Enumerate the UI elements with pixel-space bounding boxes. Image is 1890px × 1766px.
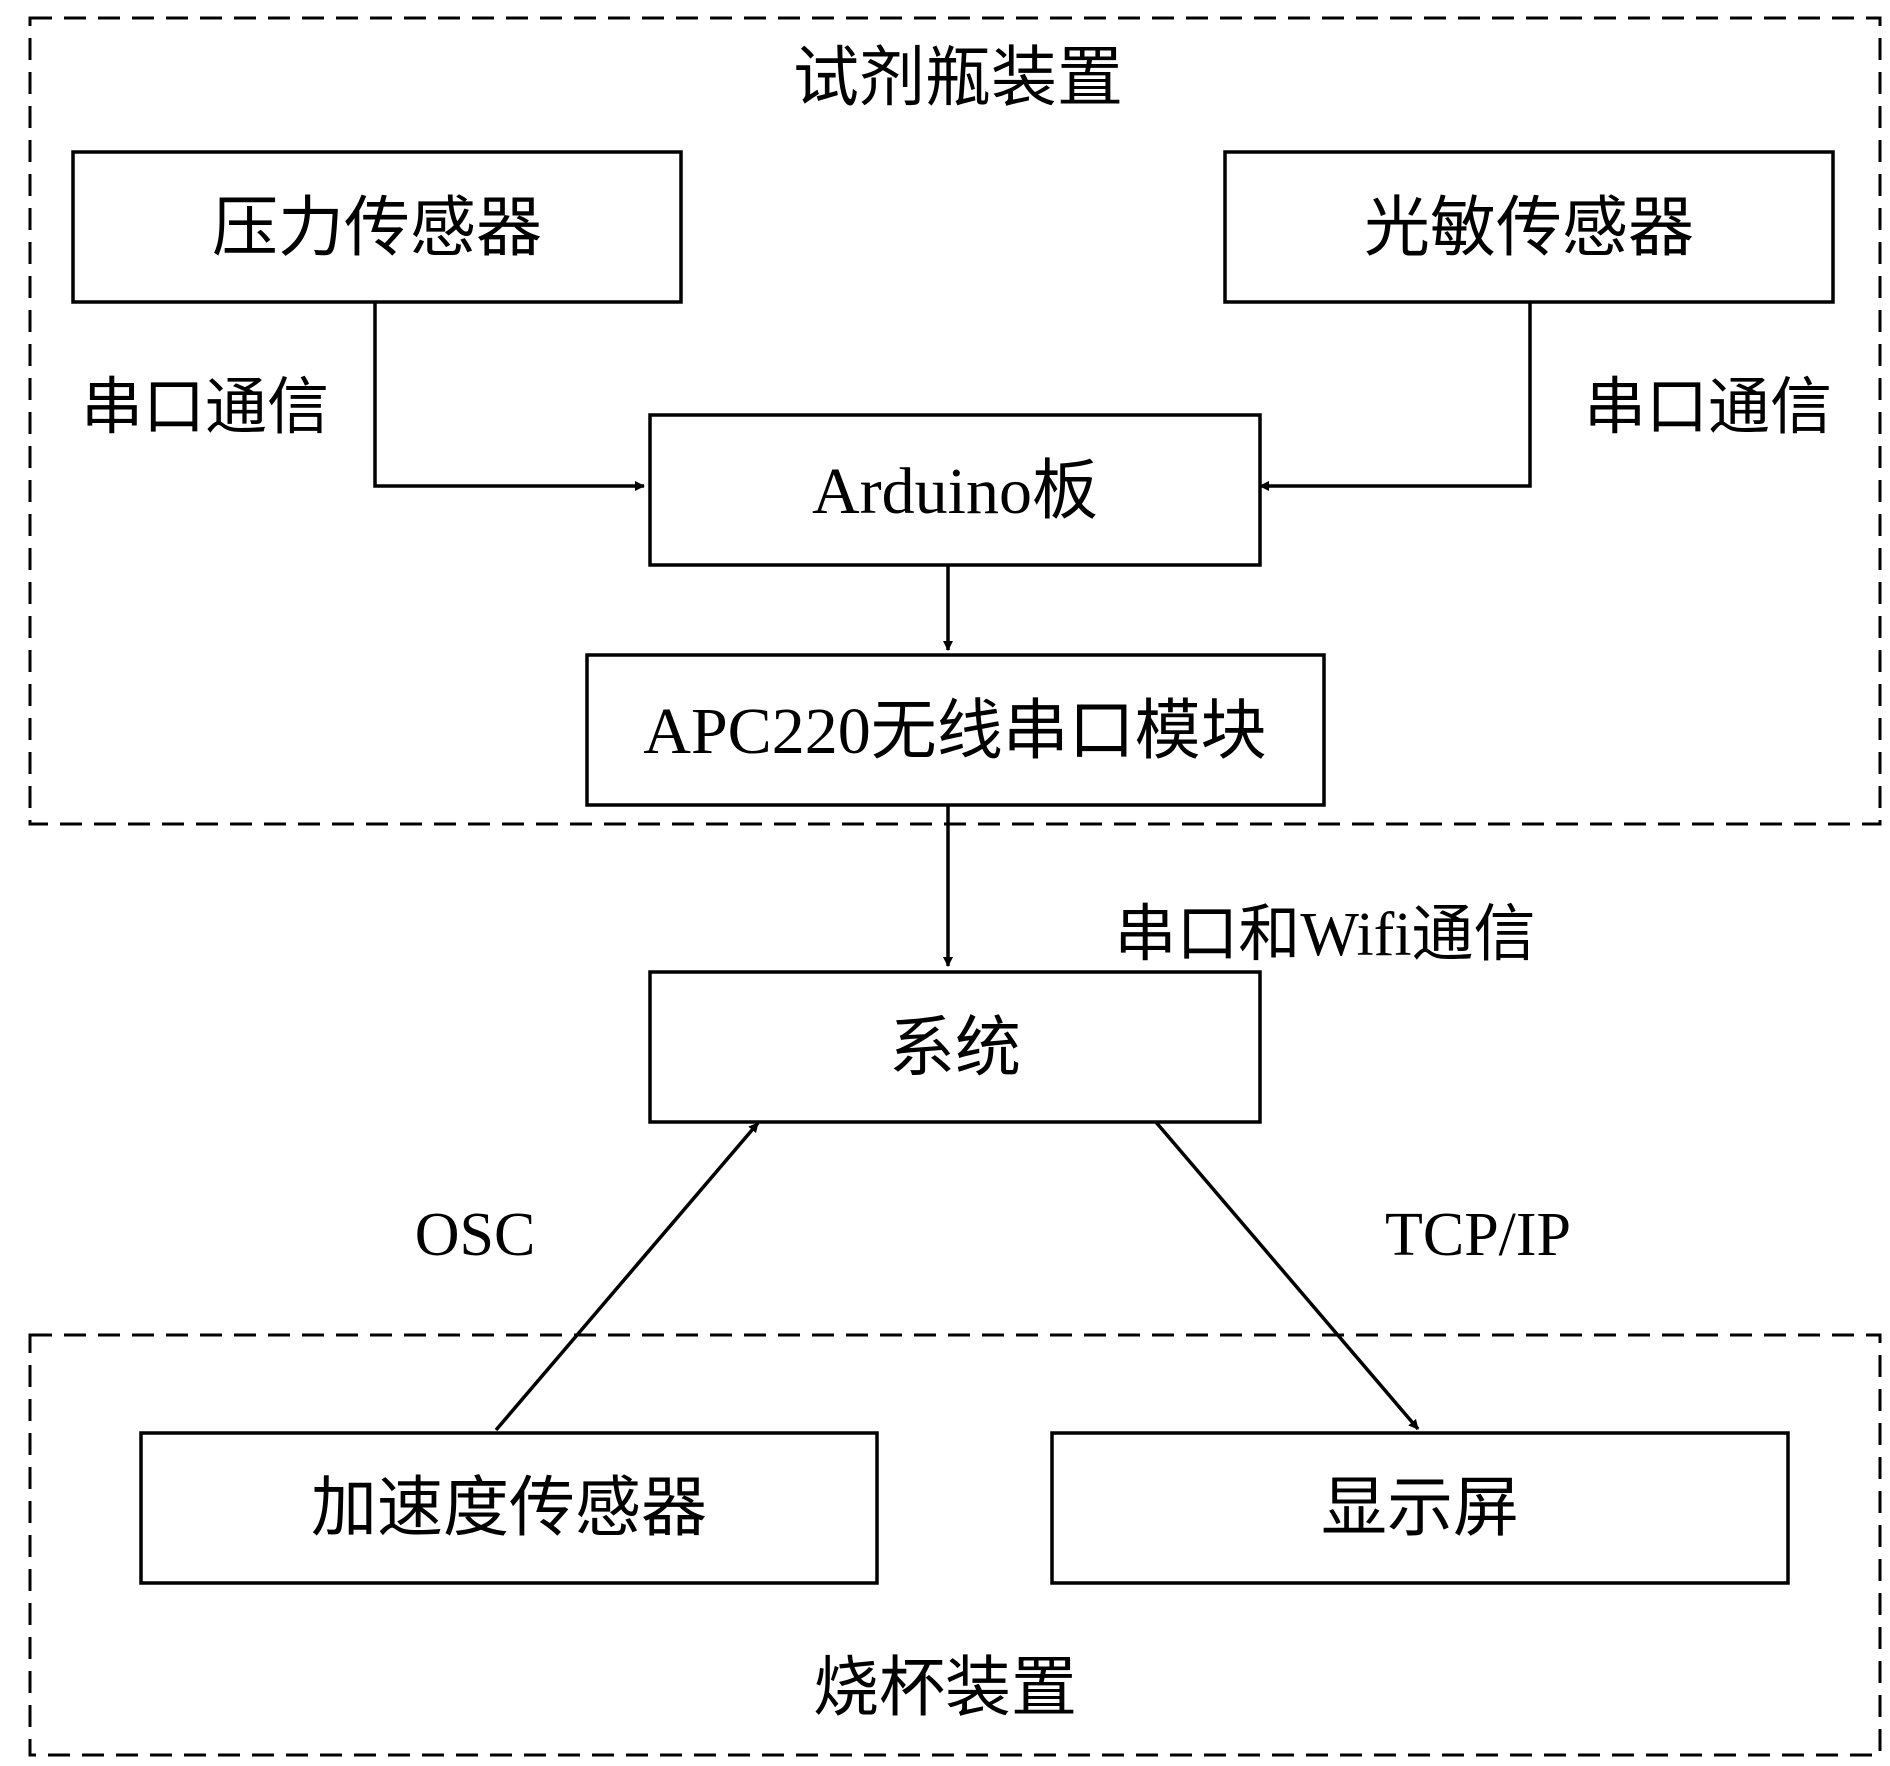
group-reagent-bottle-title: 试剂瓶装置 xyxy=(793,42,1123,115)
node-display-box xyxy=(1050,1431,1790,1585)
node-system-label: 系统 xyxy=(889,1012,1021,1085)
edge-light-to-arduino-line xyxy=(1259,302,1532,491)
node-display: 显示屏 xyxy=(1050,1431,1790,1585)
node-apc220: APC220无线串口模块 xyxy=(585,653,1326,807)
edge-label-light-serial: 串口通信 xyxy=(1584,374,1832,442)
edge-system-to-display-line xyxy=(1153,1119,1420,1431)
edge-label-serial-wifi: 串口和Wifi通信 xyxy=(1114,901,1535,969)
node-light-sensor-label: 光敏传感器 xyxy=(1364,192,1694,265)
node-arduino: Arduino板 xyxy=(648,413,1262,567)
node-light-sensor: 光敏传感器 xyxy=(1223,150,1835,304)
node-arduino-box xyxy=(648,413,1262,567)
node-accel-sensor: 加速度传感器 xyxy=(139,1431,879,1585)
node-apc220-label: APC220无线串口模块 xyxy=(643,695,1266,768)
edge-label-tcpip: TCP/IP xyxy=(1385,1201,1571,1269)
edge-label-pressure-serial: 串口通信 xyxy=(81,374,329,442)
node-arduino-label: Arduino板 xyxy=(812,455,1098,528)
edge-pressure-to-arduino-line xyxy=(373,302,645,491)
node-display-label: 显示屏 xyxy=(1321,1472,1519,1545)
node-pressure-sensor: 压力传感器 xyxy=(71,150,683,304)
edge-accel-to-system-line xyxy=(494,1121,760,1432)
edge-accel-to-system xyxy=(494,1121,760,1432)
edge-label-osc: OSC xyxy=(415,1201,536,1269)
node-system: 系统 xyxy=(648,970,1262,1124)
group-reagent-bottle-border xyxy=(28,16,1882,826)
group-beaker: 烧杯装置 xyxy=(28,1333,1882,1757)
node-apc220-box xyxy=(585,653,1326,807)
group-beaker-border xyxy=(28,1333,1882,1757)
node-accel-sensor-box xyxy=(139,1431,879,1585)
node-light-sensor-box xyxy=(1223,150,1835,304)
edge-pressure-to-arduino xyxy=(373,302,645,491)
group-reagent-bottle: 试剂瓶装置 xyxy=(28,16,1882,826)
node-pressure-sensor-label: 压力传感器 xyxy=(212,192,542,265)
node-pressure-sensor-box xyxy=(71,150,683,304)
node-accel-sensor-label: 加速度传感器 xyxy=(311,1472,707,1545)
edge-light-to-arduino xyxy=(1259,302,1532,491)
node-system-box xyxy=(648,970,1262,1124)
group-beaker-title: 烧杯装置 xyxy=(813,1652,1077,1725)
edge-system-to-display xyxy=(1153,1119,1420,1431)
